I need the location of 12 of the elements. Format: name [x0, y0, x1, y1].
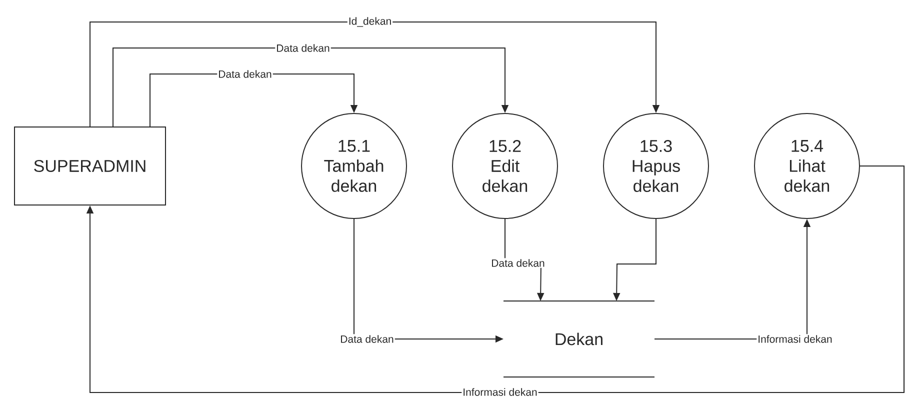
arrow — [112, 48, 509, 127]
edge-label: Data dekan — [490, 258, 546, 268]
edge-label: Informasi dekan — [462, 387, 538, 397]
edge-label: Data dekan — [217, 69, 273, 79]
arrow — [90, 22, 660, 127]
edge-label: Id_dekan — [347, 16, 393, 28]
arrow — [86, 165, 904, 393]
entity-box: SUPERADMIN — [14, 126, 166, 206]
data-store: Dekan — [503, 300, 655, 378]
edge-label: Data dekan — [339, 334, 395, 344]
edge-label: Informasi dekan — [756, 334, 834, 344]
edge-label: Data dekan — [275, 43, 331, 53]
